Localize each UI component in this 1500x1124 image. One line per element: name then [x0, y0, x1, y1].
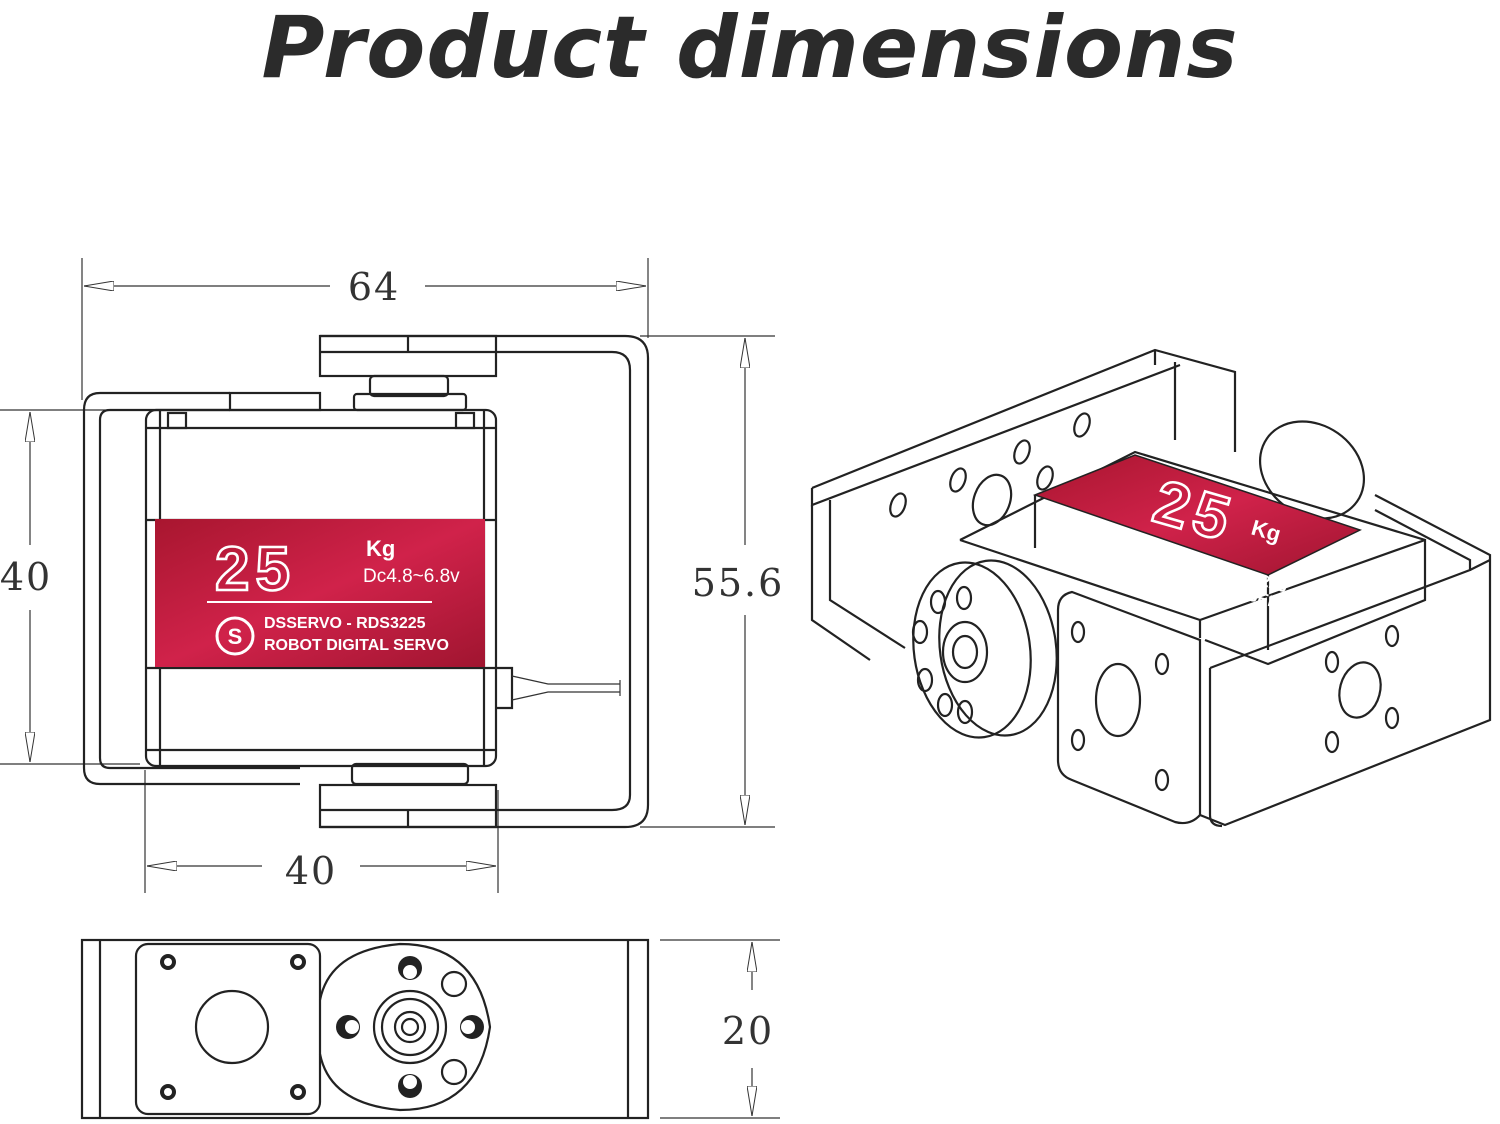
- isometric-view: 25 Kg DSSERVO - RDS3225 ROBOT DIGITAL SE…: [810, 348, 1492, 828]
- label-voltage: Dc4.8~6.8v: [363, 566, 460, 587]
- dim-width-64: 64: [348, 265, 400, 309]
- servo-label-band: [155, 519, 485, 667]
- brand-logo-icon: [215, 616, 255, 656]
- svg-text:S: S: [228, 624, 243, 649]
- label-unit: Kg: [366, 536, 395, 561]
- label-type: ROBOT DIGITAL SERVO: [264, 637, 449, 654]
- label-model: DSSERVO - RDS3225: [264, 615, 426, 632]
- side-view: 20: [80, 938, 780, 1120]
- page-title: Product dimensions: [261, 0, 1239, 98]
- dim-width-40: 40: [285, 849, 337, 893]
- label-load-value: 25: [215, 535, 296, 604]
- dim-depth-20: 20: [722, 1009, 774, 1053]
- front-view: 64 40 55.6 40: [0, 258, 785, 893]
- dim-height-40: 40: [0, 555, 52, 599]
- dim-height-55-6: 55.6: [692, 561, 785, 605]
